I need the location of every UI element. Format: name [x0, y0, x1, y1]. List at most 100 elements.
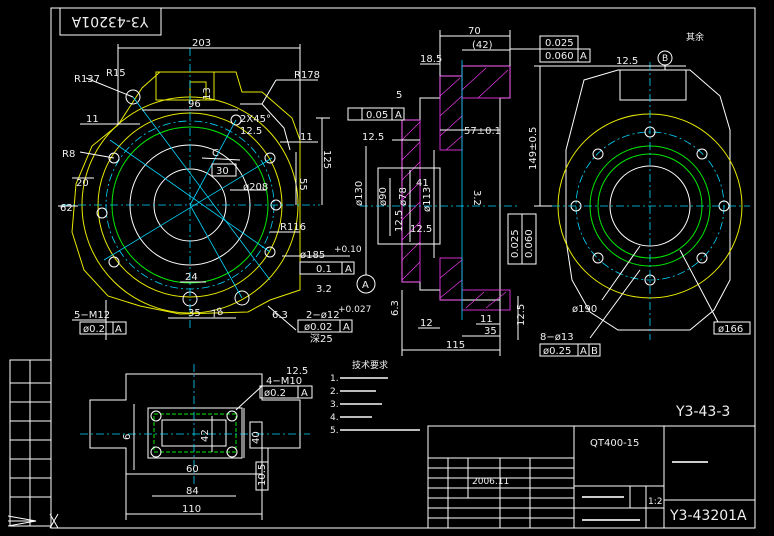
dim-13: 13: [202, 87, 213, 100]
dim-depth25: 深25: [310, 333, 333, 345]
dim-12-5: 12.5: [616, 56, 638, 67]
dim-203: 203: [192, 38, 211, 49]
dim-6: 6: [122, 434, 133, 440]
leader-r8: [79, 151, 115, 159]
dim-96: 96: [188, 99, 201, 110]
tol-002: ø0.02: [304, 322, 332, 333]
datum-a-ref: A: [580, 346, 587, 357]
datum-a-ref: A: [580, 51, 587, 62]
side-bolt-hole: [592, 148, 604, 160]
dim-35: 35: [188, 308, 201, 319]
leader-holes8: [589, 269, 641, 339]
tol-02: ø0.2: [83, 324, 105, 335]
datum-a-ref: A: [395, 110, 402, 121]
datum-a-ref: A: [343, 322, 350, 333]
bolt-hole: [108, 152, 120, 164]
drawing-scale: 1:2: [648, 497, 662, 507]
tol-01: 0.1: [316, 264, 332, 275]
side-bolt-hole: [696, 252, 708, 264]
datum-a-ref: A: [345, 264, 352, 275]
m10-position-frame: [259, 385, 313, 399]
dim-57: 57±0.1: [464, 126, 501, 137]
tol-0060-v: 0.060: [524, 229, 535, 258]
dim-41: 41: [416, 178, 429, 189]
dim-holes2-tol: +0.027: [338, 305, 371, 315]
roughness-3-2: 3.2: [471, 190, 482, 206]
tol-005: 0.05: [366, 110, 388, 121]
dim-12-5: 12.5: [286, 366, 308, 377]
dim-6-3: 6.3: [272, 310, 288, 321]
leader-phi166: [679, 249, 719, 323]
dim-phi90: ø90: [378, 187, 389, 206]
side-bolt-hole: [592, 252, 604, 264]
sheet-code: Y3-43-3: [675, 404, 730, 420]
tol-0025-v: 0.025: [510, 229, 521, 258]
leader-phi190: [601, 245, 641, 301]
dim-70: 70: [468, 26, 481, 37]
dim-phi190: ø190: [572, 304, 597, 315]
dim-phi185: ø185: [300, 250, 325, 261]
radial-centerline: [189, 204, 243, 299]
note-line: 1.: [330, 374, 339, 384]
dim-42: 42: [200, 429, 211, 442]
dim-149: 149±0.5: [528, 127, 539, 170]
front-view: 203 96 R137 R15 R178 13 11 11 2X45° 12.5…: [58, 38, 371, 345]
note-line: 3.: [330, 400, 339, 410]
roughness-3-2: 3.2: [316, 284, 332, 295]
bottom-pocket: [147, 407, 243, 459]
dim-10-5: 10.5: [257, 464, 268, 486]
notes-heading: 技术要求: [352, 359, 388, 371]
tol-0025: 0.025: [545, 38, 574, 49]
radial-centerline: [189, 119, 237, 206]
dim-30-box: [211, 163, 237, 177]
dim-r8: R8: [62, 149, 75, 160]
leader-r137: [85, 77, 134, 98]
dim-r178: R178: [294, 70, 320, 81]
holes2-position-frame: [297, 319, 353, 333]
dim-phi208: ø208: [243, 182, 268, 193]
dim-110: 110: [182, 504, 201, 515]
dim-125: 125: [321, 150, 332, 169]
radial-centerline: [132, 96, 271, 281]
note-line: 4.: [330, 413, 339, 423]
flange-section: [401, 119, 421, 283]
bottom-bolt-hole: [150, 410, 162, 422]
bolt-hole: [230, 114, 242, 126]
dim-m10: 4−M10: [266, 376, 302, 387]
dim-12-5b: 12.5: [394, 210, 405, 232]
leader-m10: [235, 385, 263, 411]
label-c: C: [212, 148, 219, 159]
dim-35: 35: [484, 326, 497, 337]
dim-62: 62: [60, 203, 73, 214]
dim-12-5: 12.5: [240, 126, 262, 137]
phi166-box: [713, 321, 751, 335]
bottom-bolt-hole: [226, 410, 238, 422]
dim-40: 40: [251, 431, 262, 444]
radial-centerline: [109, 139, 271, 253]
drawing-number: Y3-43201A: [669, 508, 747, 524]
dim-42: (42): [472, 40, 493, 51]
dim-5: 5: [396, 90, 402, 101]
leader-c: [201, 157, 241, 161]
side-top-lug: [619, 69, 687, 101]
bottom-outline: [89, 373, 301, 475]
section-view: 70 (42) 18.5 0.025 0.060 A 5 0.05 A 12.5…: [347, 26, 591, 356]
leader-holes2: [267, 305, 297, 331]
dim-84: 84: [186, 486, 199, 497]
dim-11a: 11: [86, 114, 99, 125]
dim-115: 115: [446, 340, 465, 351]
housing-outline: [71, 71, 301, 315]
radial-centerline: [103, 157, 273, 261]
side-view: 12.5 B 其余 149±0.5 ø190 ø166 8−ø13 ø0.25 …: [528, 31, 751, 357]
top-lug-section: [461, 65, 511, 99]
bolt-hole: [108, 256, 120, 268]
dim-30: 30: [216, 166, 229, 177]
dim-11b: 11: [300, 132, 313, 143]
side-bolt-hole: [696, 148, 708, 160]
bolt-hole: [264, 152, 276, 164]
datum-a-ref: A: [115, 324, 122, 335]
dim-6-3: 6.3: [390, 300, 401, 316]
hub-section-bottom: [439, 257, 463, 301]
